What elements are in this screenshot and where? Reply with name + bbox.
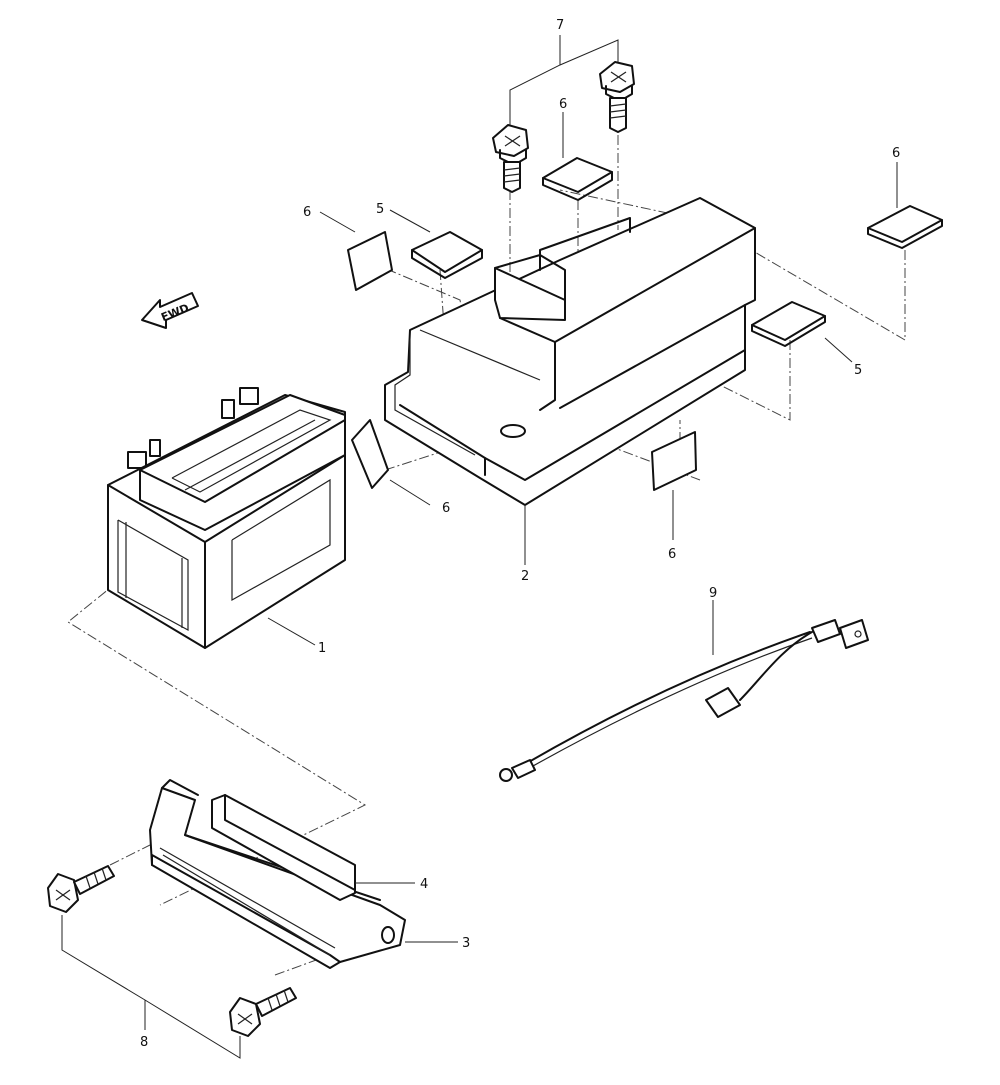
pad-6-top [542,157,613,201]
callout-labels: 1 2 3 4 5 5 6 6 6 6 6 7 8 9 [140,18,900,1050]
pad-5-right [751,301,826,347]
callout-5-upper: 5 [376,202,384,217]
battery-holder [149,779,406,969]
callout-7: 7 [556,18,564,33]
callout-3: 3 [462,936,470,951]
bolt-7-left [492,124,529,193]
battery [107,387,346,649]
callout-9: 9 [709,586,717,601]
pad-5-upper [411,231,483,279]
fwd-arrow: FWD [141,292,199,329]
battery-cover [384,197,756,506]
callout-6-top: 6 [559,97,567,112]
pad-6-far-right [867,205,943,249]
bolt-8-right [229,987,297,1037]
callout-6-side: 6 [442,501,450,516]
leader-lines [61,35,898,1059]
bolt-8-left [47,865,115,913]
holder-pad [211,794,356,901]
callout-8: 8 [140,1035,148,1050]
callout-6-front: 6 [668,547,676,562]
callout-2: 2 [521,569,529,584]
pad-6-upper-left [347,231,393,291]
callout-4: 4 [420,877,428,892]
pad-6-side [351,419,389,489]
wire-harness [499,619,869,782]
callout-1: 1 [318,641,326,656]
callout-5-right: 5 [854,363,862,378]
bolt-7-right [599,61,635,133]
callout-6-far-right: 6 [892,146,900,161]
callout-6-upper-left: 6 [303,205,311,220]
pad-6-front [651,431,697,491]
